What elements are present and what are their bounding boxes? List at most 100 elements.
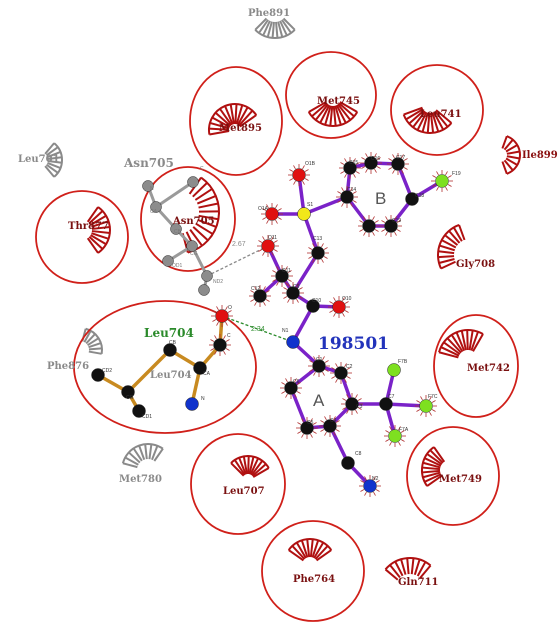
atom-c19b (362, 219, 376, 233)
bond-c5-c6 (289, 386, 309, 430)
contact-hairs-f7c-tick (431, 400, 436, 403)
residue-label-met745: Met745 (317, 96, 360, 107)
residue-label-ile899: Ile899 (522, 150, 558, 161)
contact-hairs-f19-tick (445, 186, 448, 191)
contact-hairs-o11-tick (273, 240, 278, 243)
residue-label-phe891: Phe891 (248, 8, 290, 19)
arc-met749-spoke (422, 469, 441, 474)
contact-hairs-c12-tick (265, 299, 270, 302)
arc-thr877-spoke (91, 226, 110, 230)
contact-hairs-c3-tick (355, 409, 358, 414)
contact-hairs-lo-tick (225, 321, 228, 326)
contact-hairs-o10-tick (329, 301, 334, 304)
contact-hairs-o1a-tick (262, 217, 267, 220)
arc-gly708-spoke (438, 258, 455, 264)
atom-aca (150, 201, 162, 213)
atom-o1a (265, 207, 279, 221)
contact-hairs-c19b-tick (359, 220, 364, 223)
contact-hairs-c17-tick (388, 167, 393, 170)
contact-hairs-c2-tick (346, 376, 351, 379)
arc-met742-spoke (470, 331, 479, 351)
atom-n1 (286, 335, 300, 349)
contact-hairs-c6 (280, 377, 302, 399)
arc-met749-spoke (424, 457, 442, 467)
arc-phe764-spoke (315, 549, 332, 562)
contact-hairs-c4-tick (320, 420, 325, 423)
arc-phe876-spoke (88, 347, 103, 351)
residue-circle-asn705 (140, 166, 236, 272)
contact-hairs-f7a-tick (385, 430, 390, 433)
arc-leu741-spoke (403, 106, 423, 116)
residue-label-thr877: Thr877 (68, 221, 109, 232)
arc-met749-spoke (422, 471, 441, 479)
contact-hairs-f19-tick (436, 186, 439, 191)
contact-hairs-n2-tick (364, 476, 367, 481)
arc-gln711-spoke (413, 559, 421, 576)
arc-met742-spoke (450, 334, 464, 353)
atom-label-c6: C6 (293, 379, 300, 385)
atom-label-s1: S1 (307, 202, 313, 208)
arc-phe764-spoke (306, 539, 311, 558)
residue-circle-met749 (406, 426, 500, 526)
contact-hairs-o1a-tick (275, 204, 278, 209)
arc-gly708-spoke (438, 250, 455, 255)
contact-hairs-c11-tick (285, 281, 288, 286)
arc-met749-spoke (422, 461, 441, 469)
arc-phe764-spoke (288, 549, 305, 562)
atom-label-c9: C9 (293, 284, 300, 290)
atom-c13 (311, 246, 325, 260)
contact-hairs-n2-tick (375, 489, 380, 492)
residue-label-met749: Met749 (439, 474, 482, 485)
arc-leu701-spoke (45, 163, 59, 174)
atom-label-asn705-nd2: ND2 (213, 279, 223, 285)
contact-hairs-c6-tick (281, 382, 286, 385)
contact-hairs-f7a-tick (389, 441, 392, 446)
arc-thr877-spoke (91, 232, 109, 240)
atom-lcd2 (91, 368, 105, 382)
contact-hairs-c12-tick (250, 290, 255, 293)
arc-met895-spoke (237, 106, 249, 126)
contact-hairs-c6-tick (296, 382, 301, 385)
arc-met745-spoke (314, 103, 329, 121)
contact-hairs-c9-tick (283, 296, 288, 299)
bond-c13-s1 (302, 212, 320, 255)
arc-leu707-spoke (242, 456, 248, 475)
contact-hairs-c13-tick (308, 256, 313, 259)
arc-phe764-spoke (295, 542, 307, 559)
arc-ile899 (501, 135, 521, 175)
contact-hairs-c3-tick (357, 407, 362, 410)
arc-ile899-spoke (503, 159, 514, 171)
arc-phe876-spoke (87, 337, 100, 347)
arc-met895-spoke (238, 110, 254, 127)
arc-met742-spoke (468, 330, 474, 351)
arc-ile899-spoke (501, 161, 508, 175)
contact-hairs-c4-tick (324, 416, 327, 421)
contact-hairs-c9-tick (287, 298, 290, 303)
contact-hairs-c6-tick (296, 391, 301, 394)
contact-hairs-c4-tick (333, 416, 336, 421)
contact-hairs-c16-tick (374, 153, 377, 158)
atom-c6 (284, 381, 298, 395)
contact-hairs-c5-tick (301, 418, 304, 423)
arc-gln711-spoke (389, 564, 401, 579)
arc-met742 (438, 329, 484, 359)
contact-hairs-c1-tick (324, 360, 329, 363)
contact-hairs-c9-tick (298, 296, 303, 299)
arc-gln711-spoke (384, 568, 399, 581)
atom-layer (91, 152, 453, 497)
contact-hairs-c11-tick (287, 270, 292, 273)
residue-circle-met895 (189, 66, 283, 176)
arc-met895-spoke (229, 104, 235, 125)
arc-met895-spoke (234, 103, 238, 125)
arc-met780-spoke (138, 445, 146, 461)
atom-label-f7b: F7B (398, 359, 408, 365)
contact-hairs-f7c-tick (429, 396, 432, 401)
residue-label-asn705-gray: Asn705 (123, 156, 174, 170)
contact-hairs-o1a-tick (277, 208, 282, 211)
contact-hairs-c2-tick (344, 378, 347, 383)
contact-hairs-c4-tick (335, 429, 340, 432)
contact-hairs-c16 (360, 152, 382, 174)
contact-hairs-o1b-tick (304, 169, 309, 172)
arc-gln711-spoke (406, 558, 410, 575)
contact-hairs-c9-tick (298, 287, 303, 290)
